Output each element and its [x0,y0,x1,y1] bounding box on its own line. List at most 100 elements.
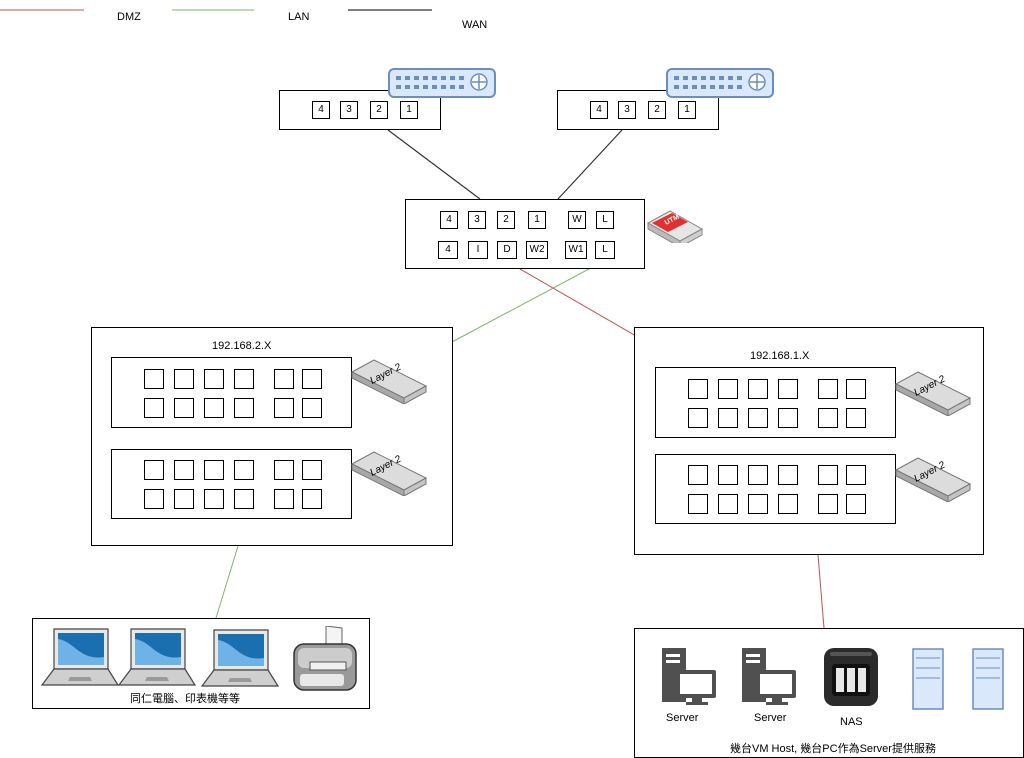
switch-port [204,398,224,418]
legend-wan-label: WAN [462,19,488,31]
switch-port [778,379,798,399]
switch-port [718,379,738,399]
utm-port: 1 [528,211,546,229]
switch-port [818,379,838,399]
switch-port [234,460,254,480]
switch-port [302,460,322,480]
router-left-port: 3 [340,101,358,119]
switch-port [302,489,322,509]
servers-caption: 幾台VM Host, 幾台PC作為Server提供服務 [730,743,936,755]
switch-port [274,489,294,509]
lan-switch-2 [111,449,352,519]
tower-server-icon [972,648,1004,710]
legend-lan-label: LAN [288,11,310,23]
layer2-switch-icon: Layer 2 [350,451,428,496]
switch-port [688,494,708,514]
wan-link-right [557,129,623,200]
dmz-link-utm [507,261,637,337]
utm-port: D [497,241,517,259]
dmz-switch-1 [655,367,896,438]
nas-label: NAS [840,716,863,728]
switch-port [846,408,866,428]
switch-port [688,408,708,428]
router-right-port: 3 [618,101,636,119]
switch-port [144,489,164,509]
router-right-port: 1 [678,101,696,119]
switch-port [234,369,254,389]
utm-box: 4 3 2 1 W L 4 I D W2 W1 L [405,199,645,269]
switch-port [144,460,164,480]
lan-link-clients [215,545,239,619]
utm-port: 4 [440,211,458,229]
switch-port [274,398,294,418]
utm-port: L [595,241,615,259]
legend-dmz-label: DMZ [117,11,141,23]
switch-port [748,379,768,399]
switch-port [818,494,838,514]
switch-port [302,369,322,389]
switch-port [274,460,294,480]
switch-port [204,369,224,389]
router-left-port: 2 [370,101,388,119]
router-icon [388,68,496,98]
lan-switch-1 [111,357,352,428]
switch-port [144,398,164,418]
switch-port [174,398,194,418]
nas-icon [824,648,878,706]
router-icon [666,68,774,98]
layer2-switch-icon: Layer 2 [894,371,972,416]
utm-port: 2 [497,211,515,229]
clients-caption: 同仁電腦、印表機等等 [130,693,240,705]
switch-port [846,379,866,399]
switch-port [174,460,194,480]
router-right-port: 4 [590,101,608,119]
dmz-switch-2 [655,454,896,524]
printer-icon [293,626,357,691]
tower-server-icon [912,648,944,710]
layer2-switch-icon: Layer 2 [894,457,972,502]
server-label: Server [754,712,787,724]
switch-port [144,369,164,389]
utm-port: 3 [468,211,486,229]
switch-port [688,379,708,399]
switch-port [718,494,738,514]
utm-icon: UTM [646,210,704,243]
switch-port [204,460,224,480]
utm-port: I [468,241,488,259]
utm-port: W1 [565,241,587,259]
utm-port: L [596,211,614,229]
laptop-icon [40,628,120,686]
switch-port [846,494,866,514]
server-label: Server [666,712,699,724]
switch-port [688,465,708,485]
switch-port [234,398,254,418]
switch-port [718,465,738,485]
switch-port [274,369,294,389]
router-left-port: 1 [400,101,418,119]
switch-port [204,489,224,509]
laptop-icon [117,628,197,686]
utm-port: 4 [438,241,458,259]
switch-port [174,489,194,509]
wan-link-left [387,129,481,200]
dmz-subnet-label: 192.168.1.X [750,350,810,362]
switch-port [778,494,798,514]
utm-port: W2 [526,241,548,259]
switch-port [778,408,798,428]
switch-port [748,408,768,428]
server-pc-icon [662,648,716,705]
switch-port [818,408,838,428]
switch-port [718,408,738,428]
switch-port [234,489,254,509]
router-right-port: 2 [648,101,666,119]
router-left-port: 4 [312,101,330,119]
server-pc-icon [742,648,796,705]
switch-port [778,465,798,485]
switch-port [846,465,866,485]
lan-subnet-label: 192.168.2.X [212,340,272,352]
dmz-link-servers [817,554,825,629]
switch-port [748,465,768,485]
layer2-switch-icon: Layer 2 [350,359,428,404]
switch-port [174,369,194,389]
